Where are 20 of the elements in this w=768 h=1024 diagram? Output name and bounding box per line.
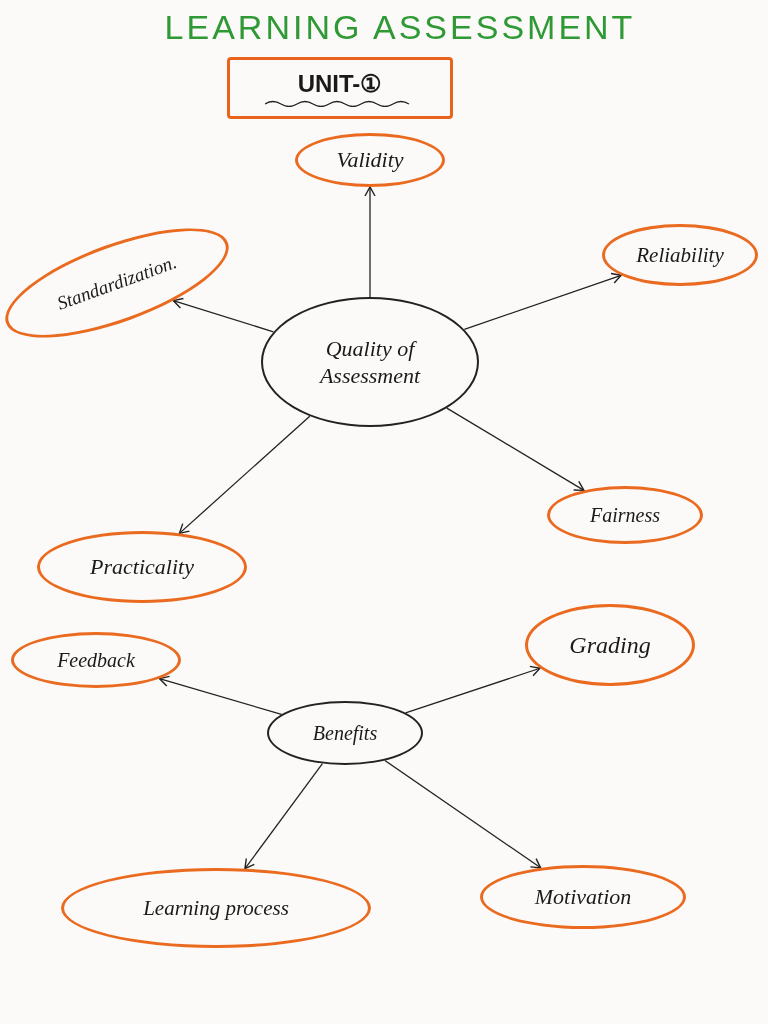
title: LEARNING ASSESSMENT — [163, 7, 637, 48]
node-label: UNIT-① — [296, 69, 384, 99]
node-label: Grading — [568, 631, 652, 660]
node-label: Quality of Assessment — [318, 334, 422, 390]
arrow — [446, 407, 585, 492]
arrow — [405, 665, 541, 714]
arrow — [244, 763, 324, 870]
node-label: Fairness — [589, 502, 661, 528]
arrow — [463, 272, 622, 331]
node-label: Motivation — [533, 883, 633, 911]
node-label: Practicality — [89, 553, 195, 581]
node-label: Benefits — [311, 720, 379, 746]
unit-box — [227, 57, 453, 119]
arrow — [364, 186, 376, 298]
node-label: Feedback — [56, 647, 136, 673]
node-label: Validity — [335, 146, 405, 174]
arrow — [158, 675, 283, 716]
node-label: Learning process — [142, 894, 290, 922]
arrow — [172, 297, 275, 333]
node-label: Reliability — [635, 241, 725, 269]
